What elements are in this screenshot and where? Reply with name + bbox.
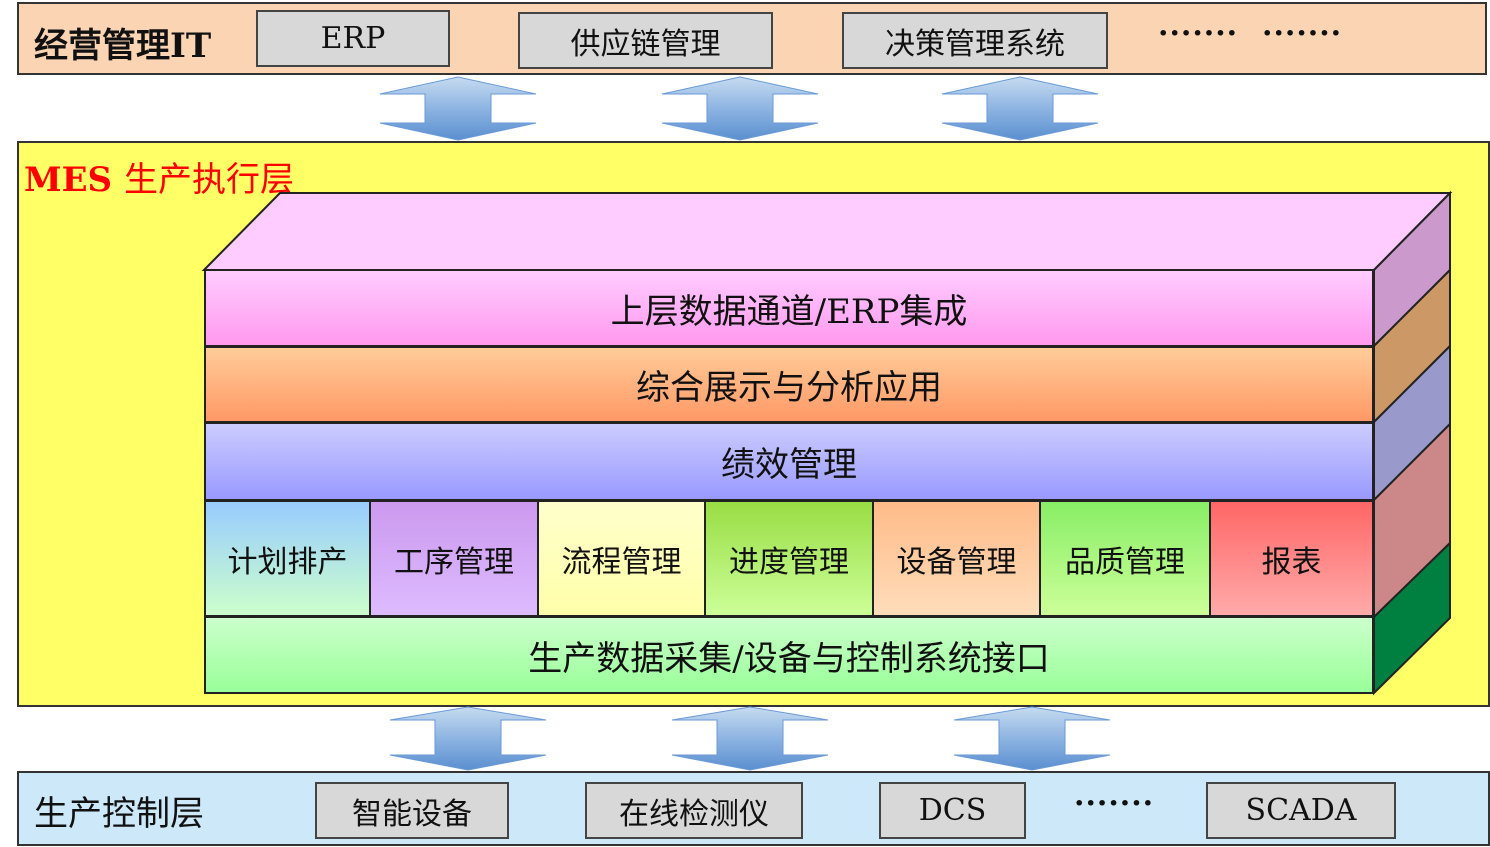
production-control-title: 生产控制层 — [34, 794, 204, 834]
data-collection-layer: 生产数据采集/设备与控制系统接口 — [204, 616, 1374, 694]
module-planning: 计划排产 — [204, 500, 371, 617]
box-top-face — [201, 192, 1453, 271]
module-report: 报表 — [1209, 500, 1374, 617]
scada-box: SCADA — [1206, 782, 1396, 839]
mes-title-en: MES — [24, 160, 113, 200]
performance-management-layer: 绩效管理 — [204, 422, 1374, 501]
analysis-application-layer: 综合展示与分析应用 — [204, 346, 1374, 423]
module-quality: 品质管理 — [1039, 500, 1211, 617]
smart-device-box: 智能设备 — [315, 782, 509, 839]
module-equipment: 设备管理 — [872, 500, 1041, 617]
arrow-top-1 — [379, 76, 537, 141]
top-ellipsis-2: ······· — [1262, 16, 1343, 51]
top-ellipsis-1: ······· — [1158, 16, 1239, 51]
bottom-ellipsis: ······· — [1074, 786, 1155, 821]
decision-system-box: 决策管理系统 — [842, 12, 1108, 69]
dcs-box: DCS — [879, 782, 1026, 839]
module-process: 工序管理 — [369, 500, 539, 617]
business-management-title: 经营管理IT — [34, 26, 212, 66]
side-face-data — [1373, 540, 1451, 696]
arrow-top-2 — [661, 76, 819, 141]
arrow-top-3 — [941, 76, 1099, 141]
supply-chain-box: 供应链管理 — [518, 12, 773, 69]
erp-integration-layer: 上层数据通道/ERP集成 — [204, 269, 1374, 347]
online-detector-box: 在线检测仪 — [585, 782, 803, 839]
arrow-bottom-2 — [671, 706, 829, 771]
mes-title-cn: 生产执行层 — [123, 160, 294, 200]
module-flow: 流程管理 — [537, 500, 706, 617]
erp-box: ERP — [256, 10, 450, 67]
mes-title: MES 生产执行层 — [24, 152, 294, 201]
arrow-bottom-3 — [953, 706, 1111, 771]
arrow-bottom-1 — [389, 706, 547, 771]
module-progress: 进度管理 — [704, 500, 874, 617]
